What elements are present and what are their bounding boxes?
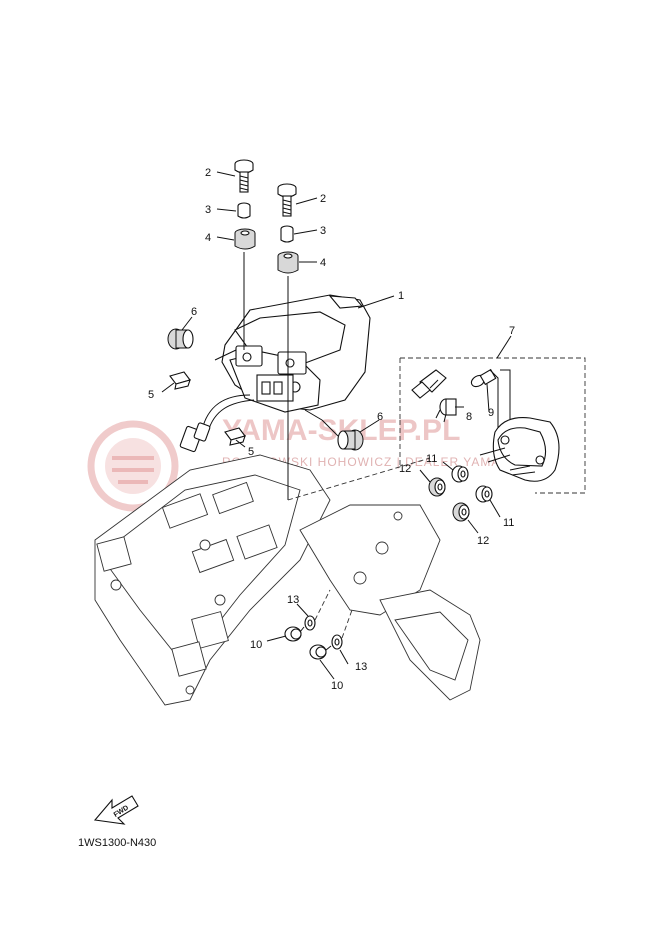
bushing-12-upper: [428, 477, 446, 497]
flange-bolt-10-lower: [309, 644, 327, 660]
callout-4-left: 4: [205, 232, 211, 244]
nut-11-lower: [475, 485, 493, 503]
callout-12-lower: 12: [477, 535, 489, 547]
callout-5-lower: 5: [248, 446, 254, 458]
damper-right: [321, 419, 364, 451]
socket-8: [435, 398, 457, 423]
callout-12-upper: 12: [399, 463, 411, 475]
callout-5-upper: 5: [148, 389, 154, 401]
rear-frame: [94, 454, 481, 706]
bushing-12-lower: [452, 502, 470, 522]
grommet-left: [234, 228, 256, 250]
collar-right: [280, 225, 294, 243]
bulb-8: [411, 369, 447, 399]
nut-11-upper: [451, 465, 469, 483]
leader-lines: [161, 171, 512, 680]
washer-13-upper: [304, 615, 316, 631]
callout-3-right: 3: [320, 225, 326, 237]
callout-1: 1: [398, 290, 404, 302]
callout-2-right: 2: [320, 193, 326, 205]
callout-13-lower: 13: [355, 661, 367, 673]
wire-harness: [179, 394, 255, 453]
diagram-code: 1WS1300-N430: [78, 837, 156, 849]
dashed-assembly-line-bolts: [314, 589, 353, 639]
callout-4-right: 4: [320, 257, 326, 269]
flange-bolt-10-upper: [284, 626, 302, 642]
assembly-line-10-13-lower: [325, 645, 332, 651]
fwd-arrow-icon: FWD: [93, 795, 139, 825]
bulb-9: [470, 368, 497, 388]
callout-10-upper: 10: [250, 639, 262, 651]
clip-upper: [169, 371, 191, 390]
tail-light-assembly: [214, 294, 371, 421]
callouts: 2 2 3 3 4 4 1 6 5 5 6 7 8 9 11 12 11 12 …: [148, 167, 515, 692]
bolt-right: [277, 183, 297, 217]
callout-7: 7: [509, 325, 515, 337]
leader-9-stem: [489, 369, 499, 440]
callout-6-right: 6: [377, 411, 383, 423]
collar-left: [237, 202, 251, 219]
callout-9: 9: [488, 407, 494, 419]
leader-9-bracket: [500, 369, 511, 430]
grommet-right: [277, 251, 299, 274]
watermark-logo: [87, 420, 179, 512]
turn-signal-housing: [479, 417, 560, 482]
turn-signal-kit-outline: [399, 357, 586, 494]
washer-13-lower: [331, 634, 343, 650]
callout-3-left: 3: [205, 204, 211, 216]
callout-10-lower: 10: [331, 680, 343, 692]
callout-2-left: 2: [205, 167, 211, 179]
assembly-line-10-13-upper: [299, 626, 305, 633]
callout-6-left: 6: [191, 306, 197, 318]
callout-11-lower: 11: [503, 517, 514, 529]
clip-lower: [224, 427, 246, 446]
bolt-left: [234, 159, 254, 193]
callout-8: 8: [466, 411, 472, 423]
callout-13-upper: 13: [287, 594, 299, 606]
dashed-assembly-line: [287, 457, 431, 501]
callout-11-upper: 11: [426, 453, 437, 465]
damper-left: [167, 328, 194, 350]
